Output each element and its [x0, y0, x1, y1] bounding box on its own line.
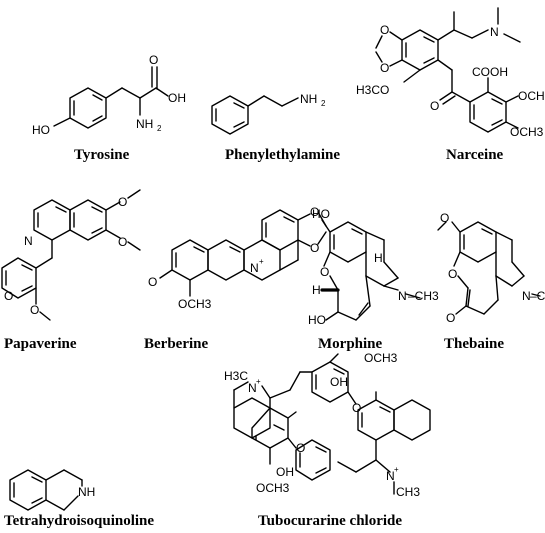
- label-morphine: Morphine: [318, 336, 383, 352]
- atom-nh: NH: [300, 92, 317, 106]
- atom-o: O: [440, 211, 449, 225]
- atom-ho: HO: [312, 207, 330, 221]
- atom-ho: HO: [32, 123, 50, 137]
- atom-oh: OH: [276, 465, 294, 479]
- tetrahydroisoquinoline-structure: NH: [9, 469, 95, 511]
- atom-o: O: [446, 311, 455, 325]
- atom-o: O: [310, 205, 319, 219]
- atom-h3co: H3CO: [356, 83, 389, 97]
- atom-o: O: [380, 61, 389, 75]
- atom-och3: OCH3: [518, 89, 545, 103]
- thebaine-structure: O O N –CH3 O: [437, 211, 545, 325]
- atom-och3: OCH3: [510, 125, 544, 139]
- label-narceine: Narceine: [446, 147, 504, 163]
- atom-o: O: [448, 267, 457, 281]
- atom-oh: OH: [330, 375, 348, 389]
- label-thebaine: Thebaine: [444, 336, 505, 352]
- narceine-structure: O O N H3CO O COOH OCH3 OCH3: [356, 7, 545, 139]
- atom-o: O: [4, 289, 13, 303]
- atom-n: N: [250, 261, 259, 275]
- atom-h: H: [312, 283, 321, 297]
- atom-o: O: [320, 265, 329, 279]
- atom-ch3: CH3: [396, 485, 420, 499]
- atom-nh: NH: [136, 117, 153, 131]
- atom-o: O: [148, 275, 157, 289]
- atom-cooh: COOH: [472, 65, 508, 79]
- atom-methyl: –CH3: [408, 289, 439, 303]
- atom-o: O: [430, 99, 439, 113]
- atom-o: O: [296, 441, 305, 455]
- atom-h: H: [374, 251, 383, 265]
- atom-n: N: [386, 469, 395, 483]
- atom-n: N: [248, 381, 257, 395]
- atom-o: O: [118, 235, 127, 249]
- atom-och3: OCH3: [178, 297, 212, 311]
- atom-o: O: [310, 241, 319, 255]
- label-phenylethylamine: Phenylethylamine: [225, 147, 340, 163]
- atom-charge: +: [394, 465, 399, 474]
- atom-subscript: 2: [157, 124, 162, 133]
- atom-oh: OH: [168, 91, 186, 105]
- atom-n: N: [24, 234, 33, 248]
- atom-n: N: [522, 289, 531, 303]
- atom-o: O: [30, 303, 39, 317]
- morphine-structure: HO O H H N –CH3 HO: [308, 207, 439, 327]
- atom-nh: NH: [78, 485, 95, 499]
- atom-och3: OCH3: [256, 481, 290, 495]
- label-papaverine: Papaverine: [4, 336, 77, 352]
- label-tyrosine: Tyrosine: [74, 147, 130, 163]
- tubocurarine-structure: OH H3C N + O OCH3 O OH N + CH3 OCH3: [224, 351, 431, 499]
- atom-subscript: 2: [321, 99, 326, 108]
- atom-ho: HO: [308, 313, 326, 327]
- berberine-structure: O O N + O OCH3: [148, 205, 327, 311]
- atom-charge: +: [259, 257, 264, 266]
- atom-n: N: [398, 289, 407, 303]
- atom-o: O: [352, 401, 361, 415]
- label-berberine: Berberine: [144, 336, 209, 352]
- atom-h3c: H3C: [224, 369, 248, 383]
- atom-o: O: [380, 23, 389, 37]
- label-tetrahydroisoquinoline: Tetrahydroisoquinoline: [4, 513, 155, 529]
- atom-och3: OCH3: [364, 351, 398, 365]
- papaverine-structure: O O N O O: [1, 189, 141, 321]
- tyrosine-structure: OH O NH 2 HO: [32, 53, 186, 137]
- atom-charge: +: [256, 377, 261, 386]
- label-tubocurarine-chloride: Tubocurarine chloride: [258, 513, 403, 529]
- atom-o: O: [149, 53, 158, 67]
- atom-o: O: [118, 195, 127, 209]
- atom-n: N: [490, 25, 499, 39]
- phenylethylamine-structure: NH 2: [211, 92, 326, 135]
- atom-methyl: –CH3: [530, 289, 545, 303]
